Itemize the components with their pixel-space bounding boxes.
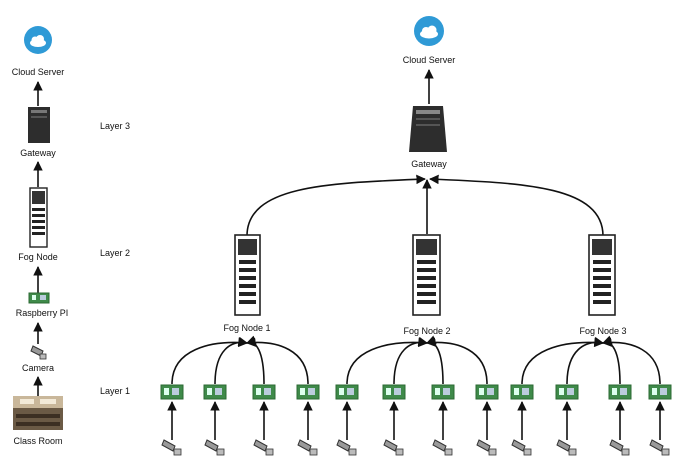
raspberry-pi-icon [382,384,406,400]
left-gateway-icon [28,107,50,143]
left-cloud-icon [24,26,52,54]
arrow-pi-to-fog [566,336,604,385]
camera-icon [297,439,318,456]
raspberry-pi-icon [648,384,672,400]
arrow-pi-to-fog [246,337,309,385]
left-camera-label: Camera [22,363,54,373]
fog-node-3-label: Fog Node 3 [579,326,626,336]
raspberry-pi-icon [335,384,359,400]
raspberry-pi-icon [203,384,227,400]
fog-node-2-icon [412,234,441,316]
camera-icon [511,439,532,456]
camera-icon [336,439,357,456]
layer-1-devices [160,335,672,456]
left-gateway-label: Gateway [20,148,56,158]
arrow-pi-to-fog [346,337,428,385]
left-pi-label: Raspberry PI [16,308,69,318]
camera-icon [649,439,670,456]
layer-2-label: Layer 2 [100,248,130,258]
layer-1-label: Layer 1 [100,386,130,396]
arrow-pi-to-fog [214,336,248,385]
camera-icon [556,439,577,456]
camera-icon [432,439,453,456]
arrow-pi-to-fog [426,337,488,385]
main-gateway-label: Gateway [411,159,447,169]
raspberry-pi-icon [296,384,320,400]
fog-node-2-label: Fog Node 2 [403,326,450,336]
left-raspberry-pi-icon [28,292,50,304]
raspberry-pi-icon [431,384,455,400]
left-fog-label: Fog Node [18,252,58,262]
camera-icon [253,439,274,456]
camera-icon [609,439,630,456]
main-gateway-icon [409,106,447,152]
arrow-pi-to-fog [602,337,661,385]
camera-icon [204,439,225,456]
raspberry-pi-icon [555,384,579,400]
layer-3-label: Layer 3 [100,121,130,131]
main-cloud-icon [414,16,444,46]
arrow-pi-to-fog [602,335,621,385]
arrow-pi-to-fog [393,336,428,385]
arrow-fog3-gateway [429,174,604,237]
raspberry-pi-icon [608,384,632,400]
arrow-pi-to-fog [426,335,444,385]
left-camera-icon [30,345,47,360]
camera-icon [383,439,404,456]
main-cloud-label: Cloud Server [403,55,456,65]
left-cloud-label: Cloud Server [12,67,65,77]
raspberry-pi-icon [160,384,184,400]
camera-icon [161,439,182,456]
arrow-pi-to-fog [521,337,604,385]
arrow-pi-to-fog [246,335,265,385]
camera-icon [476,439,497,456]
left-fog-node-icon [29,187,48,248]
class-room-photo [13,396,63,430]
raspberry-pi-icon [475,384,499,400]
left-room-label: Class Room [13,436,62,446]
fog-node-1-label: Fog Node 1 [223,323,270,333]
raspberry-pi-icon [252,384,276,400]
fog-node-3-icon [588,234,616,316]
raspberry-pi-icon [510,384,534,400]
arrow-pi-to-fog [171,337,248,385]
arrow-fog1-gateway [246,174,426,237]
fog-node-1-icon [234,234,261,316]
